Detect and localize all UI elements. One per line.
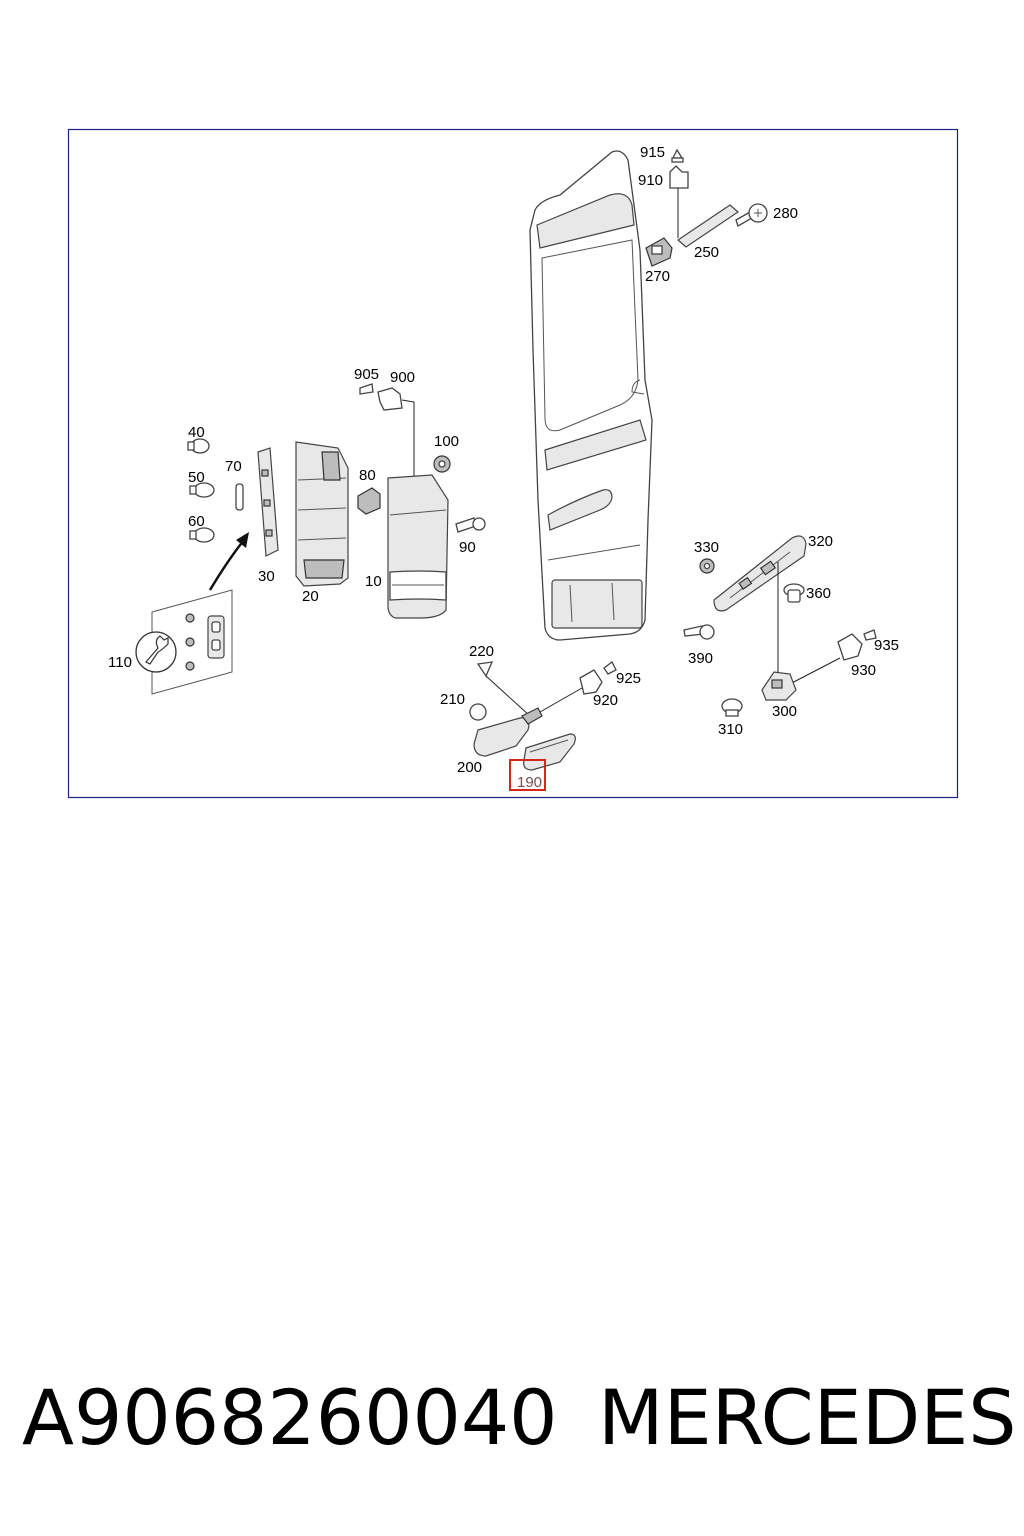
callout-915: 915 (640, 144, 665, 161)
part-190-cover (523, 733, 576, 771)
part-300-plate-lamp (761, 671, 797, 701)
callout-40: 40 (188, 424, 205, 441)
callout-200: 200 (457, 759, 482, 776)
part-10-lamp (387, 474, 449, 619)
part-30-bulb-holder (257, 447, 279, 557)
part-280-screw (735, 203, 768, 227)
part-250-strip (677, 204, 739, 248)
callout-70: 70 (225, 458, 242, 475)
callout-220: 220 (469, 643, 494, 660)
bulb-70 (235, 483, 244, 511)
part-90-screw (455, 517, 486, 533)
rear-door (529, 150, 653, 641)
part-270-camera (645, 237, 673, 267)
callout-935: 935 (874, 637, 899, 654)
callout-320: 320 (808, 533, 833, 550)
callout-360: 360 (806, 585, 831, 602)
part-330-nut (699, 558, 715, 574)
callout-60: 60 (188, 513, 205, 530)
callout-925: 925 (616, 670, 641, 687)
parts-diagram: 915 910 280 250 270 905 900 100 80 90 40… (67, 128, 959, 799)
callout-20: 20 (302, 588, 319, 605)
callout-110: 110 (108, 654, 132, 671)
callout-280: 280 (773, 205, 798, 222)
callout-300: 300 (772, 703, 797, 720)
part-320-handle (713, 535, 807, 672)
callout-50: 50 (188, 469, 205, 486)
part-200-side-lamp (473, 707, 543, 757)
part-360-grommet (783, 583, 805, 603)
callout-330: 330 (694, 539, 719, 556)
diagram-frame (67, 128, 959, 799)
part-310-bulb (721, 698, 743, 717)
callout-920: 920 (593, 692, 618, 709)
bulbs-40-50-60 (187, 438, 215, 543)
callout-910: 910 (638, 172, 663, 189)
highlight-box-190 (509, 759, 546, 791)
callout-270: 270 (645, 268, 670, 285)
part-100-nut (433, 455, 451, 473)
callout-310: 310 (718, 721, 743, 738)
callout-210: 210 (440, 691, 465, 708)
wrench-icon (135, 631, 177, 673)
part-20-lens (295, 441, 349, 587)
callout-930: 930 (851, 662, 876, 679)
part-220-clip (476, 661, 531, 717)
callout-80: 80 (359, 467, 376, 484)
part-110-service-box (135, 589, 233, 695)
part-210-bulb (469, 703, 487, 721)
callout-100: 100 (434, 433, 459, 450)
part-905-900 (359, 383, 415, 478)
part-920-925 (539, 661, 617, 713)
callout-90: 90 (459, 539, 476, 556)
part-935-930 (785, 629, 877, 687)
part-80-socket (357, 487, 381, 515)
callout-250: 250 (694, 244, 719, 261)
callout-190: 190 (517, 774, 542, 791)
callout-905: 905 (354, 366, 379, 383)
callout-30: 30 (258, 568, 275, 585)
brand-name: MERCEDES (598, 1373, 1017, 1462)
footer: A9068260040 MERCEDES (0, 1370, 1024, 1480)
callout-10: 10 (365, 573, 382, 590)
part-390-screw (683, 624, 715, 640)
callout-390: 390 (688, 650, 713, 667)
part-number: A9068260040 (22, 1373, 558, 1462)
part-915-910 (669, 148, 689, 238)
callout-900: 900 (390, 369, 415, 386)
arrow-to-bulb-holder (208, 532, 249, 591)
